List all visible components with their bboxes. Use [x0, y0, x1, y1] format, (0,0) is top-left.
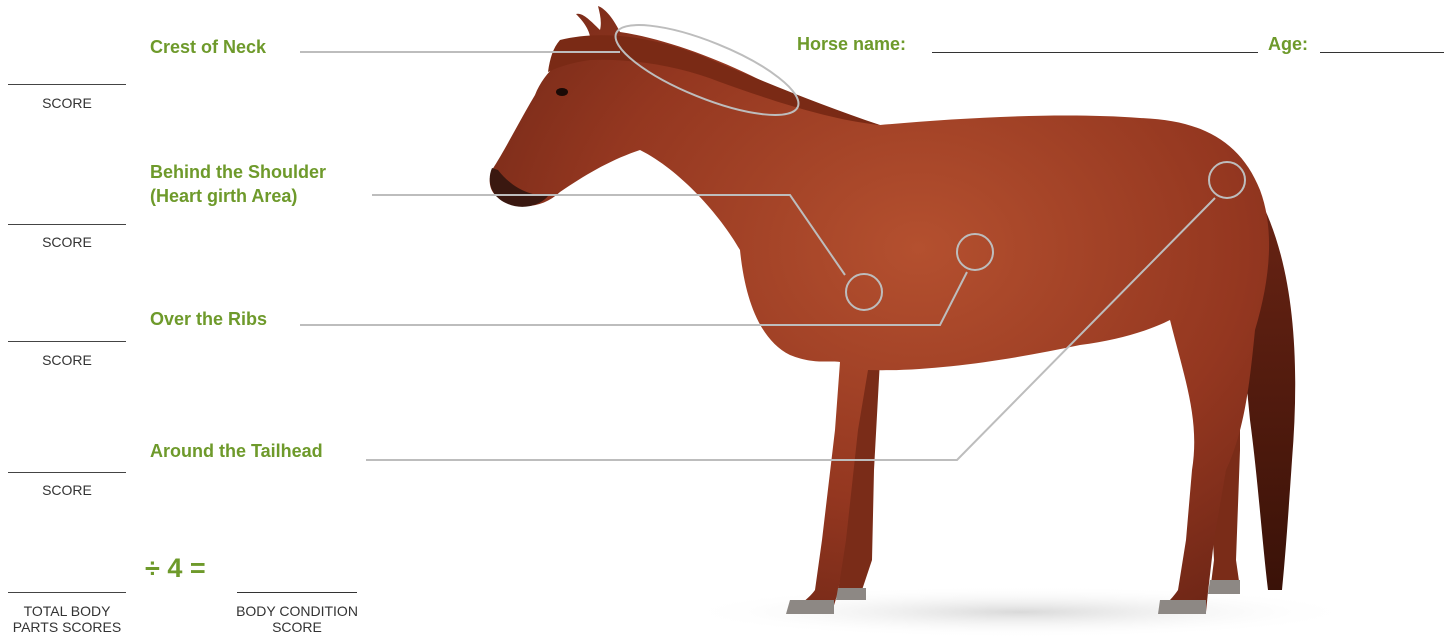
horse-name-label: Horse name: [797, 34, 906, 55]
score-label: SCORE [0, 234, 134, 250]
age-field[interactable] [1320, 52, 1444, 53]
eye [556, 88, 568, 96]
total-score-field[interactable] [8, 592, 126, 593]
behind-shoulder-label: Behind the Shoulder (Heart girth Area) [150, 160, 326, 208]
score-label: SCORE [0, 95, 134, 111]
hoof [836, 588, 866, 600]
body-condition-score-label: BODY CONDITION SCORE [220, 603, 374, 635]
hoof [1208, 580, 1240, 594]
ribs-score-field[interactable] [8, 341, 126, 342]
total-body-parts-label: TOTAL BODY PARTS SCORES [0, 603, 134, 635]
ground-shadow [680, 586, 1360, 638]
crest-of-neck-label: Crest of Neck [150, 35, 266, 59]
crest-score-field[interactable] [8, 84, 126, 85]
horse-body [490, 6, 1269, 612]
score-label: SCORE [0, 482, 134, 498]
hoof [1158, 600, 1206, 614]
score-label: SCORE [0, 352, 134, 368]
around-tailhead-label: Around the Tailhead [150, 439, 323, 463]
horse-name-field[interactable] [932, 52, 1258, 53]
hoof [786, 600, 834, 614]
shoulder-score-field[interactable] [8, 224, 126, 225]
over-ribs-label: Over the Ribs [150, 307, 267, 331]
tailhead-score-field[interactable] [8, 472, 126, 473]
divide-operator: ÷ 4 = [145, 553, 206, 584]
body-condition-score-field[interactable] [237, 592, 357, 593]
age-label: Age: [1268, 34, 1308, 55]
